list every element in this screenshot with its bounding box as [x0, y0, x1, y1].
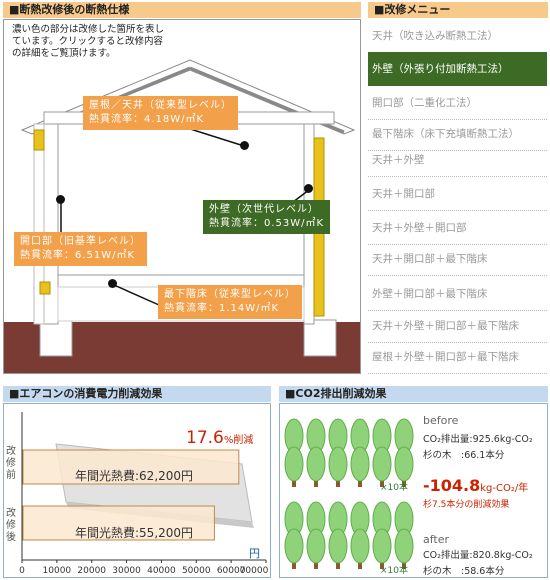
tree-icon	[284, 528, 304, 564]
tree-icon	[350, 446, 370, 482]
after-bar-label: 年間光熱費:55,200円	[75, 526, 194, 540]
after-emission: CO₂排出量:820.8kg-CO₂	[423, 550, 533, 561]
tree-icon	[284, 446, 304, 482]
after-trees: 杉の木 :58.6本分	[423, 566, 505, 577]
roof	[20, 59, 356, 135]
wall-marker[interactable]	[304, 184, 313, 193]
menu-item-floor[interactable]: 最下階床（床下充填断熱工法）	[368, 117, 547, 151]
opening-patch	[39, 281, 51, 295]
menu-header: ■改修メニュー	[368, 2, 548, 18]
tree-icon	[328, 446, 348, 482]
menu-item-ceiling-opening-floor[interactable]: 天井＋開口部＋最下階床	[368, 242, 547, 276]
house-diagram	[4, 59, 360, 373]
section-header: ■断熱改修後の断熱仕様	[3, 2, 361, 18]
menu-item-ceiling-wall[interactable]: 天井＋外壁	[368, 143, 547, 177]
x-tick-label: 70000	[240, 566, 269, 576]
before-bar-label: 年間光熱費:62,200円	[75, 469, 194, 483]
wall-label[interactable]: 外壁（次世代レベル） 熱貫流率：0.53W/㎡K	[203, 200, 331, 234]
menu-item-roof-wall-opening-floor[interactable]: 屋根＋外壁＋開口部＋最下階床	[368, 340, 547, 374]
foundation-left	[39, 319, 73, 357]
foundation-right	[303, 319, 337, 357]
roof-marker[interactable]	[240, 141, 249, 150]
menu-item-ceiling[interactable]: 天井（吹き込み断熱工法）	[368, 19, 547, 53]
menu-item-ceiling-opening[interactable]: 天井＋開口部	[368, 177, 547, 211]
opening-marker[interactable]	[56, 195, 65, 204]
tree-icon	[394, 446, 414, 482]
x-tick-label: 0	[19, 566, 25, 576]
co2-reduction-note: 杉7.5本分の削減効果	[423, 500, 510, 510]
roof-patch	[33, 129, 45, 151]
co2-panel: ×10本 ×10本 before CO₂排出量:925.6kg-CO₂ 杉の木 …	[279, 403, 548, 578]
menu-item-wall-opening-floor[interactable]: 外壁＋開口部＋最下階床	[368, 277, 547, 311]
x-tick-label: 40000	[147, 566, 176, 576]
aircon-header: ■エアコンの消費電力削減効果	[3, 386, 271, 402]
roof-label[interactable]: 屋根／天井（従来型レベル） 熱貫流率：4.18W/㎡K	[83, 96, 238, 130]
before-emission: CO₂排出量:925.6kg-CO₂	[423, 434, 533, 445]
after-axis-label: 改修後	[6, 508, 16, 543]
tree-illustration	[284, 418, 414, 569]
x-tick-label: 30000	[112, 566, 141, 576]
menu-item-opening[interactable]: 開口部（二重化工法）	[368, 86, 547, 120]
before-multiplier: ×10本	[380, 483, 408, 493]
x-tick-label: 20000	[77, 566, 106, 576]
tree-icon	[372, 446, 392, 482]
before-trees: 杉の木 :66.1本分	[423, 450, 505, 461]
before-title: before	[423, 414, 459, 427]
menu-item-ceiling-wall-opening[interactable]: 天井＋外壁＋開口部	[368, 211, 547, 245]
tree-icon	[306, 446, 326, 482]
renovation-menu: 天井（吹き込み断熱工法） 外壁（外張り付加断熱工法） 開口部（二重化工法） 最下…	[368, 19, 548, 374]
tree-icon	[306, 528, 326, 564]
co2-header: ■CO2排出削減効果	[279, 386, 548, 402]
co2-reduction: -104.8kg-CO₂/年	[423, 476, 529, 495]
bar-1	[22, 505, 215, 541]
floor-label[interactable]: 最下階床（従来型レベル） 熱貫流率：1.14W/㎡K	[158, 285, 302, 319]
after-title: after	[423, 533, 450, 546]
floor-marker[interactable]	[108, 279, 117, 288]
tree-icon	[372, 528, 392, 564]
menu-item-wall[interactable]: 外壁（外張り付加断熱工法）	[368, 52, 547, 86]
tree-icon	[328, 528, 348, 564]
aircon-reduction: 17.6%削減	[186, 428, 254, 448]
after-multiplier: ×10本	[380, 566, 408, 576]
menu-item-ceiling-wall-opening-floor[interactable]: 天井＋外壁＋開口部＋最下階床	[368, 309, 547, 343]
x-tick-label: 60000	[217, 566, 246, 576]
axis-unit: 円	[249, 547, 260, 560]
before-axis-label: 改修前	[6, 446, 16, 481]
panel-note: 濃い色の部分は改修した箇所を表しています。クリックすると改修内容の詳細をご覧頂け…	[12, 24, 165, 59]
opening-label[interactable]: 開口部（旧基準レベル） 熱貫流率：6.51W/㎡K	[14, 232, 147, 266]
tree-icon	[394, 528, 414, 564]
tree-icon	[350, 528, 370, 564]
x-tick-label: 10000	[43, 566, 72, 576]
house-section-panel: 濃い色の部分は改修した箇所を表しています。クリックすると改修内容の詳細をご覧頂け…	[3, 19, 361, 374]
bar-0	[22, 449, 240, 485]
x-tick-label: 50000	[182, 566, 211, 576]
aircon-panel: 17.6%削減 改修前 改修後 0 10000 20000 30000 40000 500…	[3, 403, 271, 578]
